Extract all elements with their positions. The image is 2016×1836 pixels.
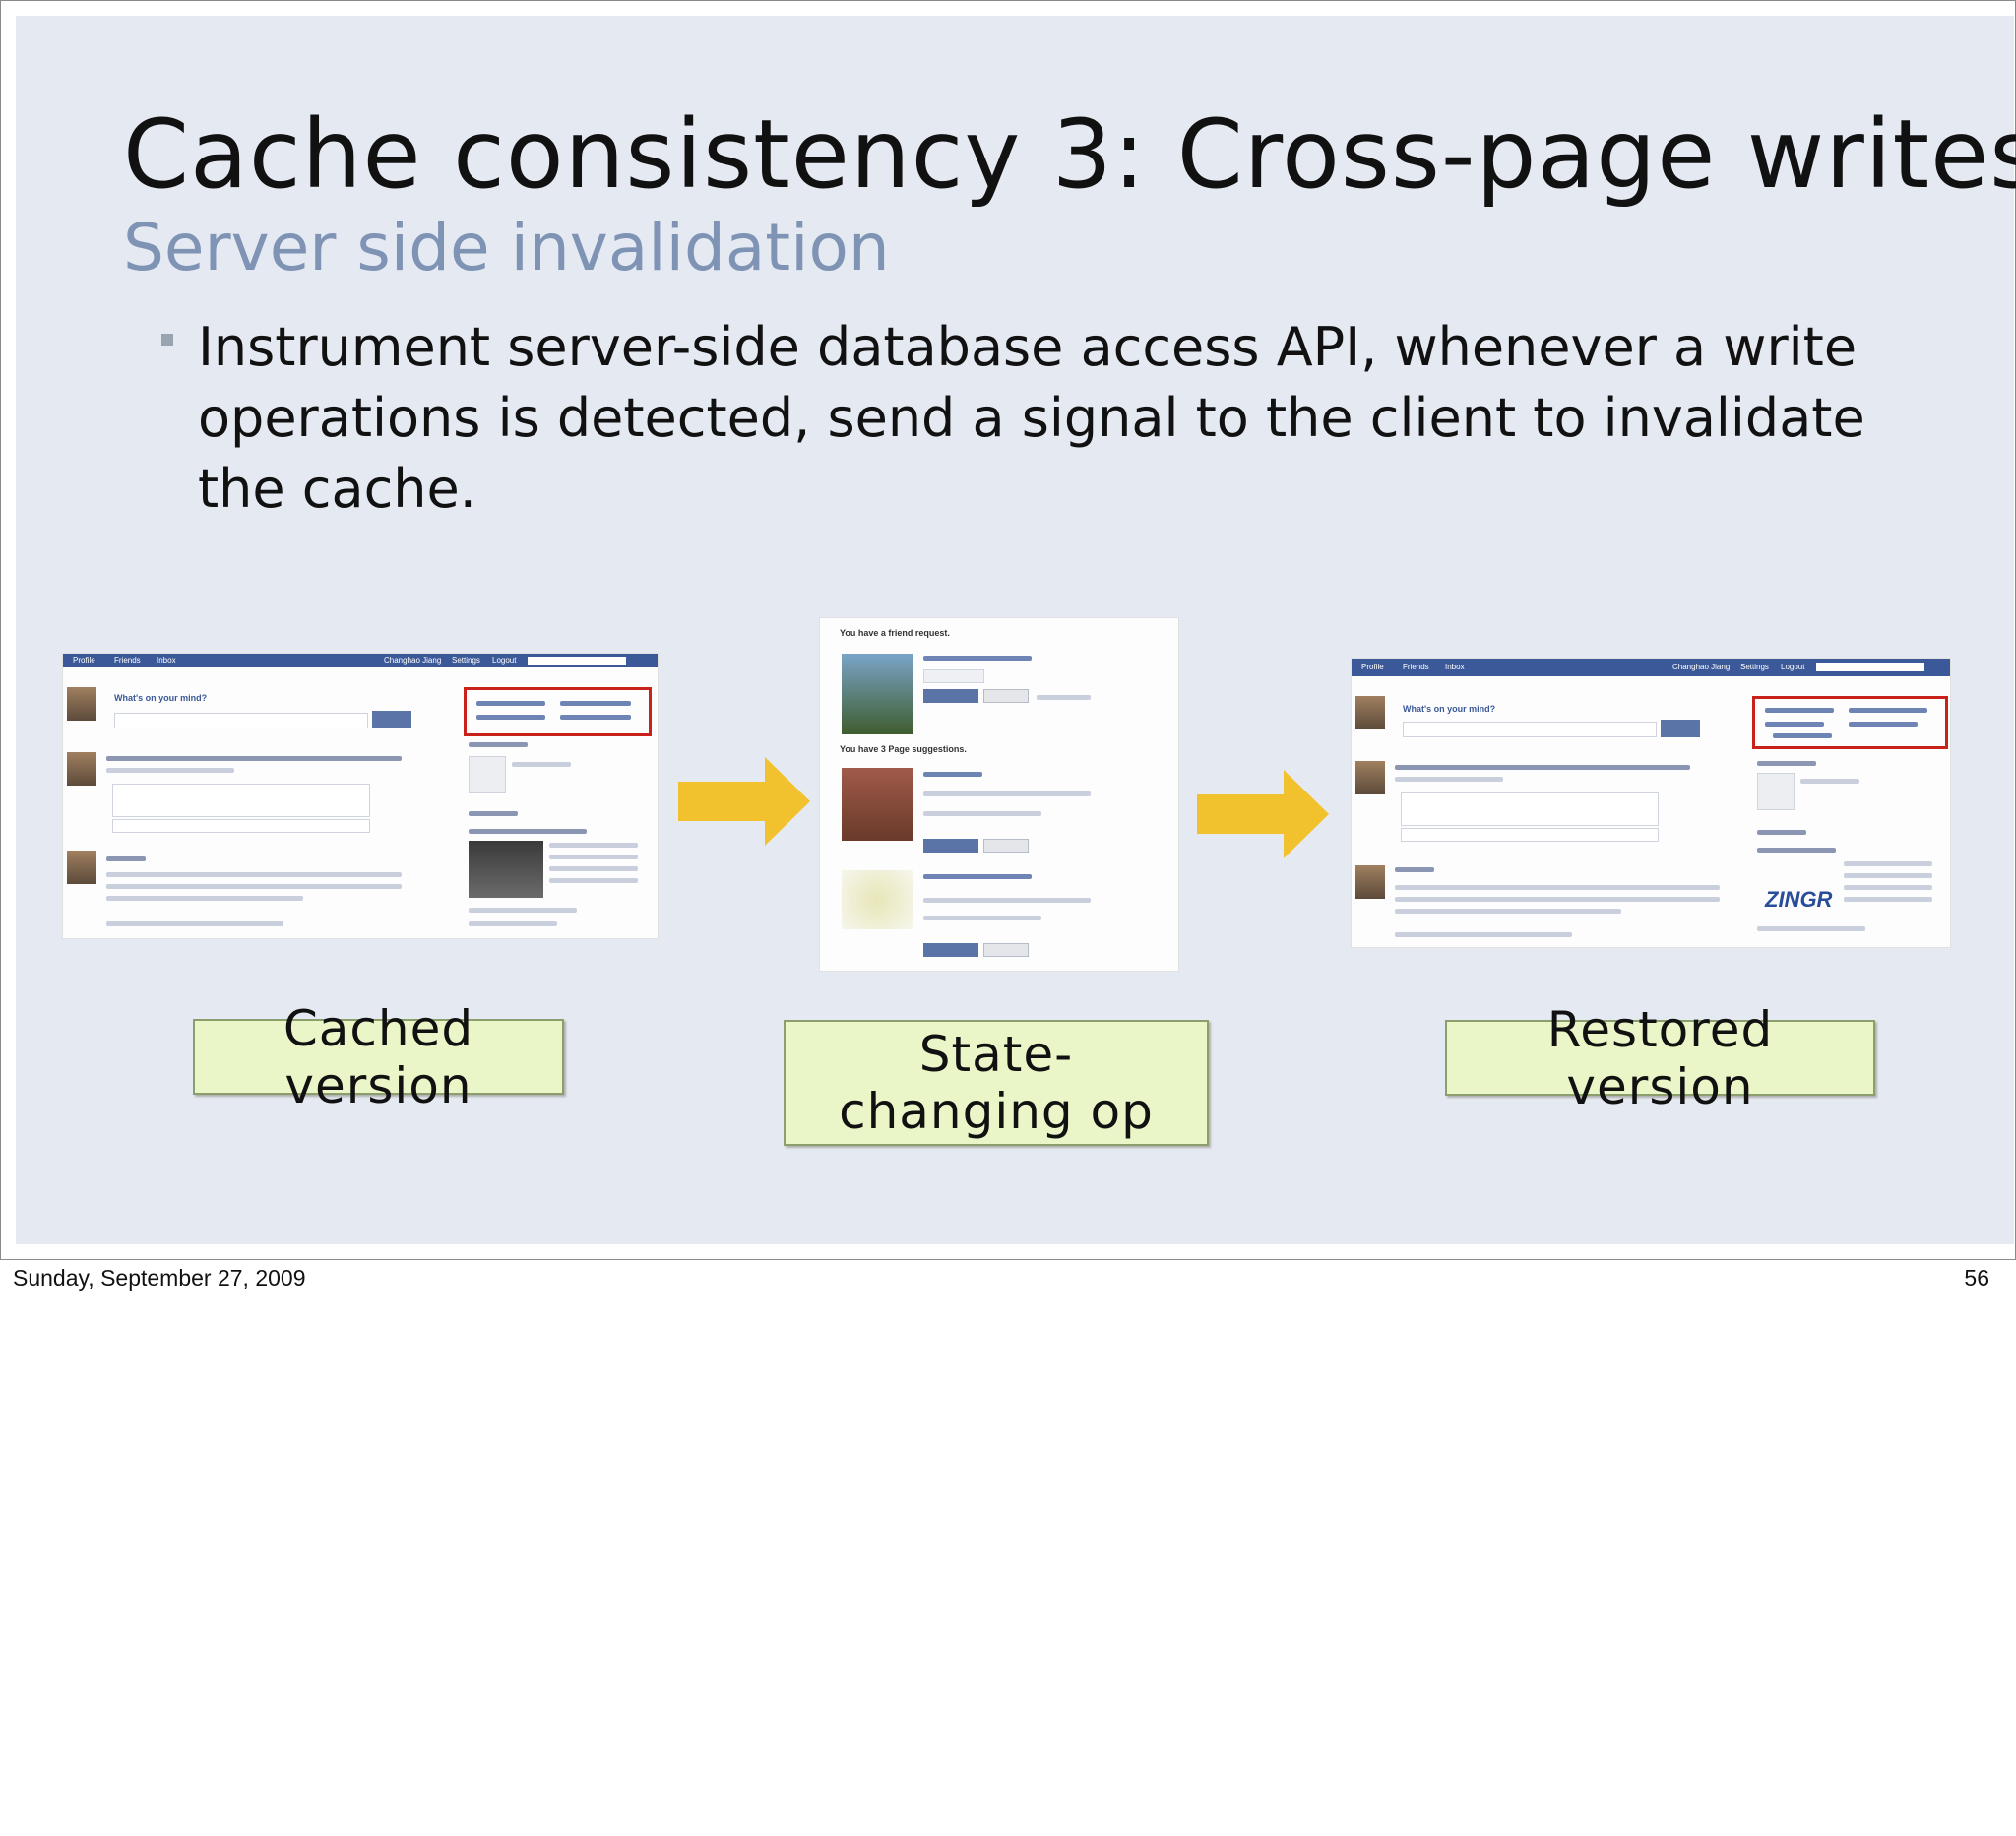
nav-logout: Logout — [1781, 663, 1805, 671]
nav-user: Changhao Jiang — [384, 656, 442, 665]
nav-settings: Settings — [452, 656, 480, 665]
restored-version-screenshot: Profile Friends Inbox Changhao Jiang Set… — [1352, 659, 1950, 947]
footer-date: Sunday, September 27, 2009 — [13, 1265, 306, 1291]
nav-profile: Profile — [1361, 663, 1384, 671]
nav-inbox: Inbox — [1445, 663, 1465, 671]
share-button — [1661, 720, 1700, 737]
status-input — [1403, 722, 1657, 737]
avatar — [1355, 761, 1385, 794]
facebook-nav-bar: Profile Friends Inbox Changhao Jiang Set… — [63, 654, 658, 667]
bullet-text: Instrument server-side database access A… — [198, 316, 1865, 520]
nav-settings: Settings — [1740, 663, 1769, 671]
share-button — [372, 711, 411, 728]
avatar — [842, 870, 913, 929]
nav-logout: Logout — [492, 656, 517, 665]
confirm-button — [923, 689, 978, 703]
restored-version-label: Restored version — [1445, 1001, 1875, 1115]
status-prompt: What's on your mind? — [1403, 704, 1496, 714]
state-changing-label: State-changing op — [784, 1020, 1209, 1146]
page-suggestion-heading: You have 3 Page suggestions. — [840, 744, 967, 754]
page-number: 56 — [1964, 1265, 1989, 1291]
cached-version-label: Cached version — [193, 1000, 564, 1114]
slide: Cache consistency 3: Cross-page writes S… — [0, 0, 2016, 1260]
search-input — [528, 657, 626, 665]
slide-title: Cache consistency 3: Cross-page writes — [123, 99, 2016, 210]
bullet-marker — [161, 334, 173, 346]
arrow-right-icon — [678, 757, 810, 846]
nav-friends: Friends — [114, 656, 141, 665]
avatar — [1355, 696, 1385, 729]
friend-request-heading: You have a friend request. — [840, 628, 950, 638]
ignore-button — [983, 943, 1029, 957]
nav-user: Changhao Jiang — [1672, 663, 1731, 671]
state-changing-screenshot: You have a friend request. You have 3 Pa… — [820, 618, 1178, 971]
nav-friends: Friends — [1403, 663, 1429, 671]
avatar — [67, 687, 96, 721]
avatar — [67, 752, 96, 786]
zingr-logo: ZINGR — [1765, 887, 1833, 912]
slide-subtitle: Server side invalidation — [123, 210, 890, 285]
confirm-button — [923, 943, 978, 957]
status-input — [114, 713, 368, 728]
avatar — [842, 768, 913, 841]
confirm-button — [923, 839, 978, 853]
requests-highlight — [464, 687, 652, 736]
avatar — [1355, 865, 1385, 899]
cached-version-screenshot: Profile Friends Inbox Changhao Jiang Set… — [63, 654, 658, 938]
nav-inbox: Inbox — [157, 656, 176, 665]
requests-highlight — [1752, 696, 1948, 749]
status-prompt: What's on your mind? — [114, 693, 208, 703]
avatar — [842, 654, 913, 734]
search-input — [1816, 663, 1924, 671]
nav-profile: Profile — [73, 656, 95, 665]
ignore-button — [983, 689, 1029, 703]
state-changing-label-text: State-changing op — [839, 1026, 1154, 1140]
ignore-button — [983, 839, 1029, 853]
facebook-nav-bar: Profile Friends Inbox Changhao Jiang Set… — [1352, 659, 1950, 676]
avatar — [67, 851, 96, 884]
arrow-right-icon — [1197, 770, 1329, 858]
